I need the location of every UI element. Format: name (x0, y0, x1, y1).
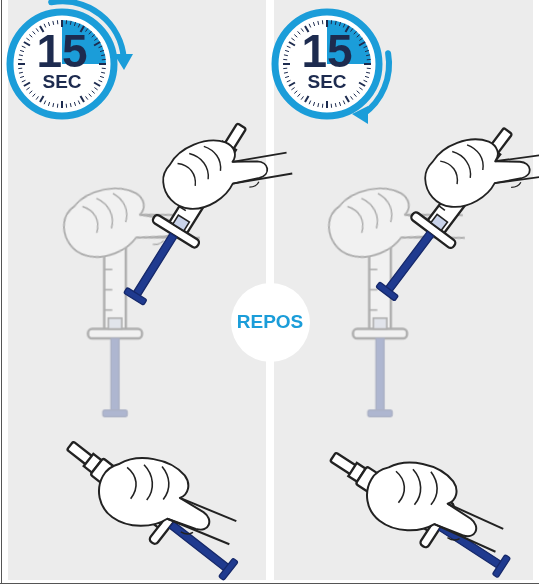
text-stack: 15SEC (271, 8, 383, 120)
timer-number: 15 (36, 30, 87, 72)
timer-number: 15 (301, 30, 352, 72)
timer-icon: 15SEC (6, 8, 118, 120)
pause-label: REPOS (237, 312, 304, 332)
pause-circle: REPOS (230, 282, 311, 363)
text-stack: 15SEC (6, 8, 118, 120)
timer-unit: SEC (307, 72, 346, 92)
timer-icon: 15SEC (271, 8, 383, 120)
timer-unit: SEC (42, 72, 81, 92)
text-stack: REPOS (230, 282, 311, 363)
